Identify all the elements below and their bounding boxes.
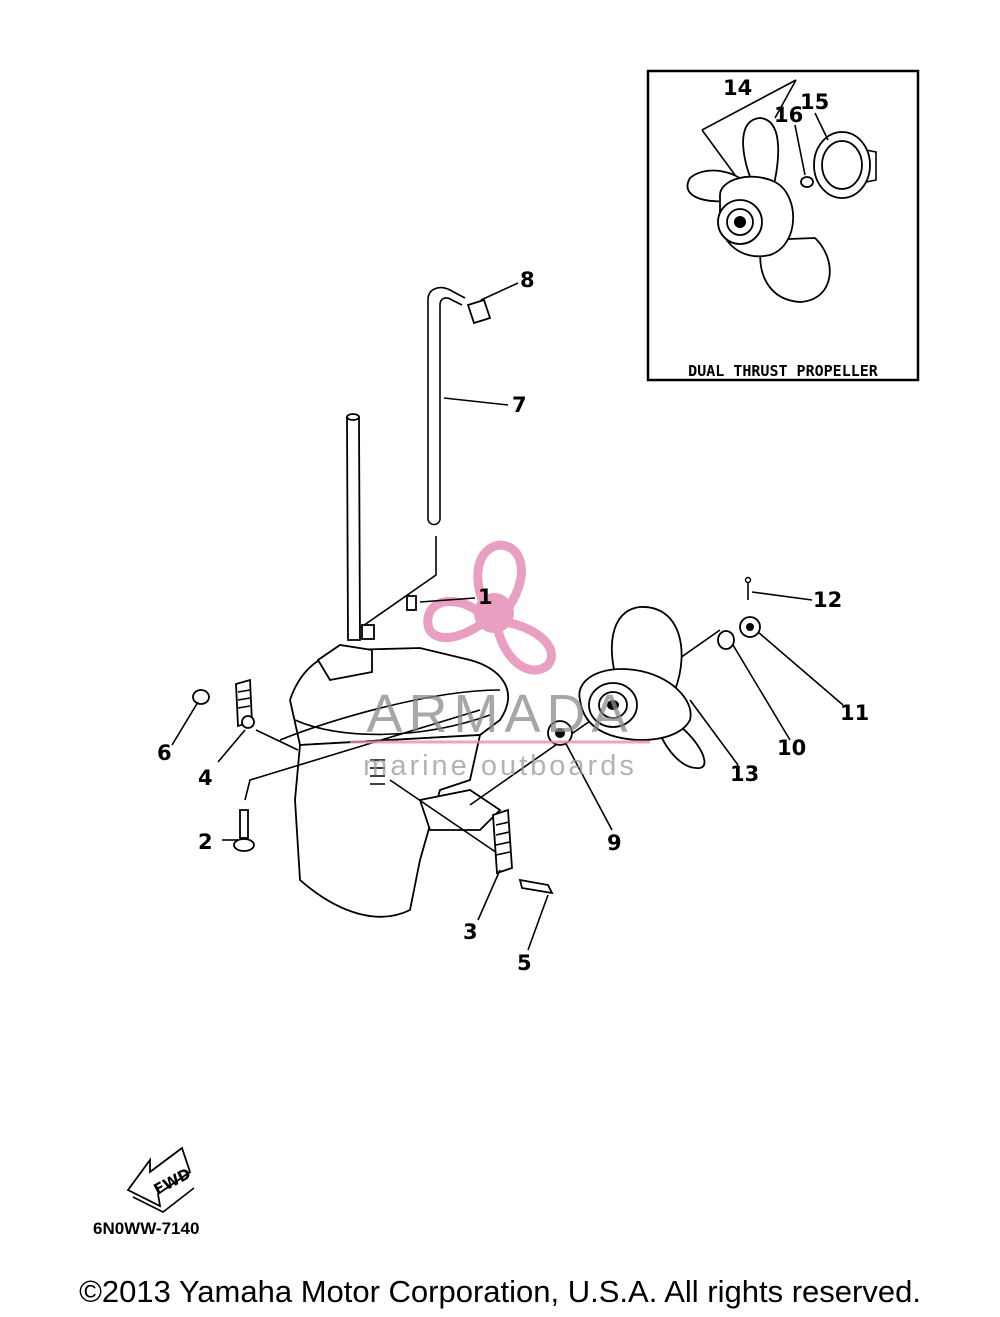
callout-1: 1: [478, 585, 493, 609]
propeller: [578, 606, 706, 769]
diagram-code: 6N0WW-7140: [93, 1219, 199, 1238]
callout-16: 16: [774, 103, 803, 127]
callout-leaders: [171, 282, 844, 951]
watermark-text: ARMADA marine outboards: [350, 684, 650, 782]
copyright-notice: ©2013 Yamaha Motor Corporation, U.S.A. A…: [79, 1274, 921, 1309]
watermark-logo: [423, 540, 556, 675]
callout-8: 8: [520, 268, 535, 292]
watermark-tagline: marine outboards: [363, 750, 637, 782]
callout-6: 6: [157, 741, 172, 765]
anodes-and-bolts: [192, 678, 554, 895]
callout-7: 7: [512, 393, 527, 417]
small-hardware: [547, 576, 761, 746]
callout-11: 11: [840, 701, 869, 725]
lower-unit-assembly: [244, 286, 721, 918]
callout-4: 4: [198, 766, 213, 790]
inset-dual-thrust-propeller: 14 16 15 DUAL THRUST PROPELLER: [646, 69, 920, 382]
callout-14: 14: [723, 76, 752, 100]
inset-title: DUAL THRUST PROPELLER: [688, 362, 879, 380]
fwd-arrow: FWD: [126, 1146, 195, 1213]
callout-2: 2: [198, 830, 213, 854]
callout-5: 5: [517, 951, 532, 975]
callout-9: 9: [607, 831, 622, 855]
inset-propeller-drawing: [686, 117, 877, 303]
callout-3: 3: [463, 920, 478, 944]
callout-10: 10: [777, 736, 806, 760]
watermark-brand: ARMADA: [366, 684, 633, 744]
callout-numbers: 1 2 3 4 5 6 7 8 9 10 11 12 13: [157, 268, 869, 975]
callout-13: 13: [730, 762, 759, 786]
callout-15: 15: [800, 90, 829, 114]
callout-12: 12: [813, 588, 842, 612]
